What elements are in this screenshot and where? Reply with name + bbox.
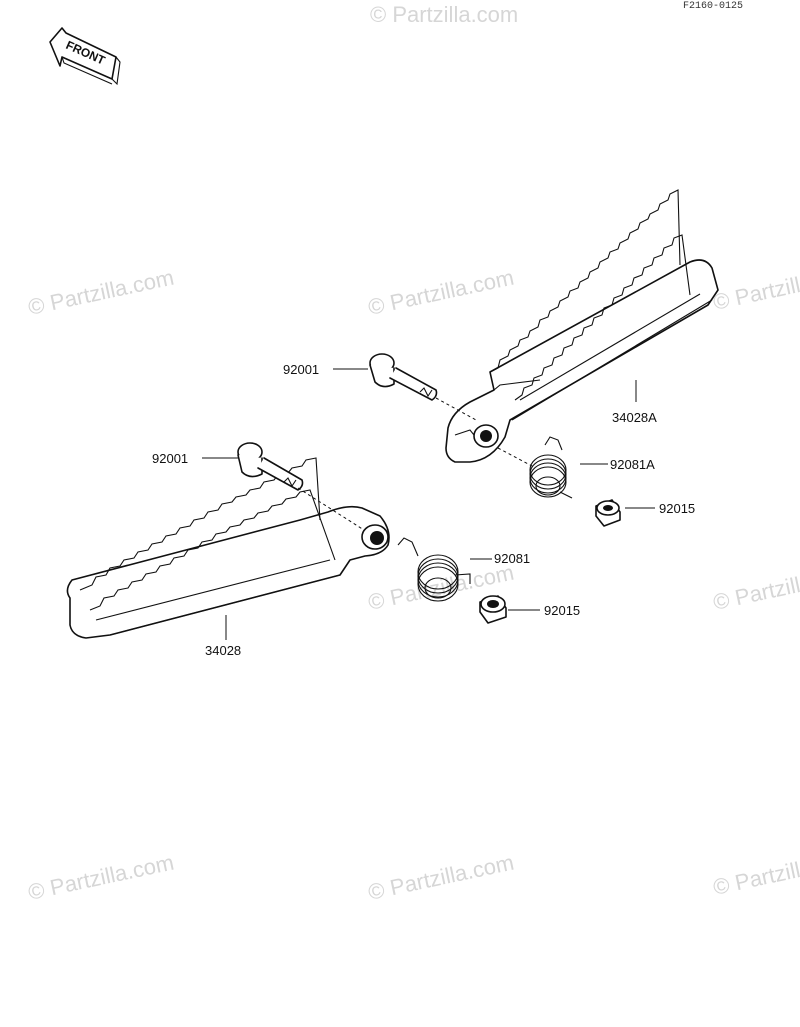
diagram-code: F2160-0125 xyxy=(683,1,743,12)
watermark-9: © Partzilla.com xyxy=(711,845,800,900)
leader-lines xyxy=(202,368,655,640)
bolt-lower xyxy=(237,442,304,491)
spring-left xyxy=(397,537,471,602)
watermark-8: © Partzilla.com xyxy=(366,850,516,905)
collar-lower xyxy=(479,595,507,624)
watermark-7: © Partzilla.com xyxy=(26,850,176,905)
label-footpeg-right: 34028A xyxy=(612,410,657,425)
label-spring-left: 92081 xyxy=(494,551,530,566)
watermarks: © Partzilla.com © Partzilla.com © Partzi… xyxy=(26,2,800,905)
label-bolt-lower: 92001 xyxy=(152,451,188,466)
front-arrow-icon: FRONT xyxy=(49,27,121,86)
watermark-4: © Partzilla.com xyxy=(711,260,800,315)
footpeg-right xyxy=(445,189,719,463)
collar-upper xyxy=(595,499,621,527)
watermark-1: © Partzilla.com xyxy=(370,2,518,27)
watermark-2: © Partzilla.com xyxy=(26,265,176,320)
label-collar-lower: 92015 xyxy=(544,603,580,618)
spring-right xyxy=(529,436,573,499)
footpeg-left xyxy=(66,457,390,639)
bolt-upper xyxy=(369,353,438,401)
label-collar-upper: 92015 xyxy=(659,501,695,516)
part-labels: 92001 92001 34028A 92081A 92015 92081 92… xyxy=(152,362,695,658)
watermark-3: © Partzilla.com xyxy=(366,265,516,320)
label-bolt-upper: 92001 xyxy=(283,362,319,377)
label-footpeg-left: 34028 xyxy=(205,643,241,658)
watermark-6: © Partzilla.com xyxy=(711,560,800,615)
label-spring-right: 92081A xyxy=(610,457,655,472)
